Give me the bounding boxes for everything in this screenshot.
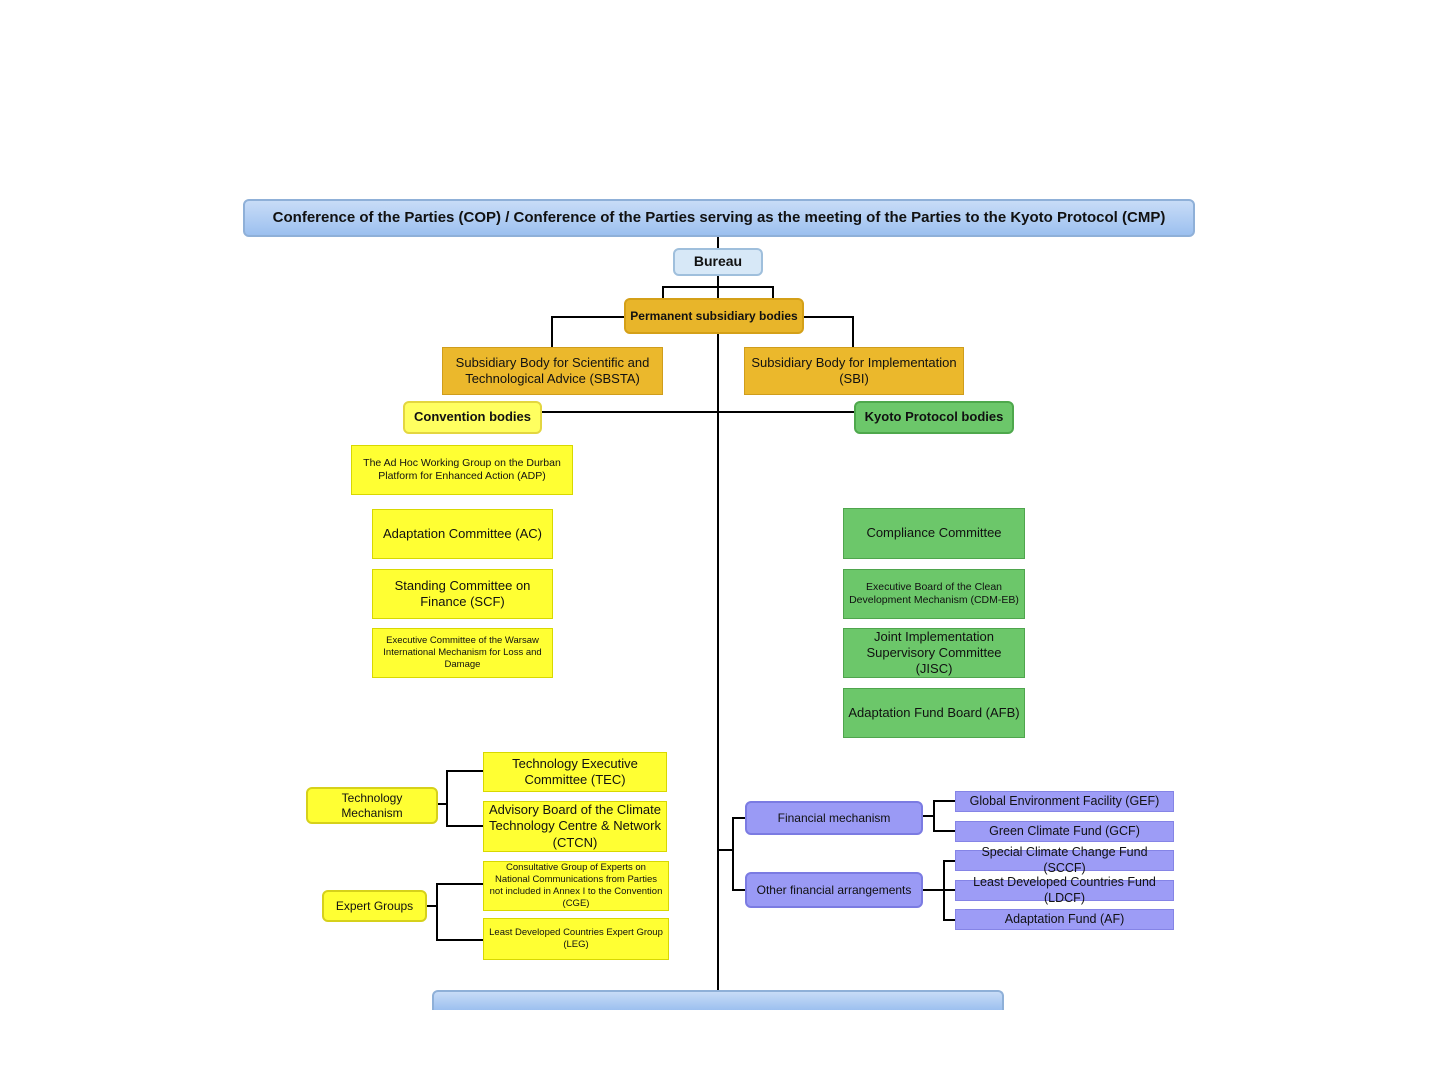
jisc-box: Joint Implementation Supervisory Committ… xyxy=(843,628,1025,678)
expert-groups-box: Expert Groups xyxy=(322,890,427,922)
wim-box: Executive Committee of the Warsaw Intern… xyxy=(372,628,553,678)
cge-box: Consultative Group of Experts on Nationa… xyxy=(483,861,669,911)
cop-cmp-box: Conference of the Parties (COP) / Confer… xyxy=(243,199,1195,237)
ldcf-box: Least Developed Countries Fund (LDCF) xyxy=(955,875,1174,905)
bureau-box: Bureau xyxy=(673,248,763,276)
bottom-box-partial xyxy=(432,990,1004,1010)
leg-box: Least Developed Countries Expert Group (… xyxy=(483,918,669,960)
ac-box: Adaptation Committee (AC) xyxy=(372,509,553,559)
afb-box: Adaptation Fund Board (AFB) xyxy=(843,688,1025,738)
compliance-committee-box: Compliance Committee xyxy=(843,508,1025,559)
kyoto-protocol-bodies-header: Kyoto Protocol bodies xyxy=(854,401,1014,434)
convention-bodies-header: Convention bodies xyxy=(403,401,542,434)
tec-box: Technology Executive Committee (TEC) xyxy=(483,752,667,792)
gef-box: Global Environment Facility (GEF) xyxy=(955,791,1174,812)
sccf-box: Special Climate Change Fund (SCCF) xyxy=(955,845,1174,875)
af-box: Adaptation Fund (AF) xyxy=(955,909,1174,930)
sbi-box: Subsidiary Body for Implementation (SBI) xyxy=(744,347,964,395)
ctcn-box: Advisory Board of the Climate Technology… xyxy=(483,801,667,852)
technology-mechanism-box: Technology Mechanism xyxy=(306,787,438,824)
adp-box: The Ad Hoc Working Group on the Durban P… xyxy=(351,445,573,495)
gcf-box: Green Climate Fund (GCF) xyxy=(955,821,1174,842)
financial-mechanism-box: Financial mechanism xyxy=(745,801,923,835)
sbsta-box: Subsidiary Body for Scientific and Techn… xyxy=(442,347,663,395)
permanent-subsidiary-bodies-box: Permanent subsidiary bodies xyxy=(624,298,804,334)
other-financial-arrangements-box: Other financial arrangements xyxy=(745,872,923,908)
cdm-eb-box: Executive Board of the Clean Development… xyxy=(843,569,1025,619)
scf-box: Standing Committee on Finance (SCF) xyxy=(372,569,553,619)
